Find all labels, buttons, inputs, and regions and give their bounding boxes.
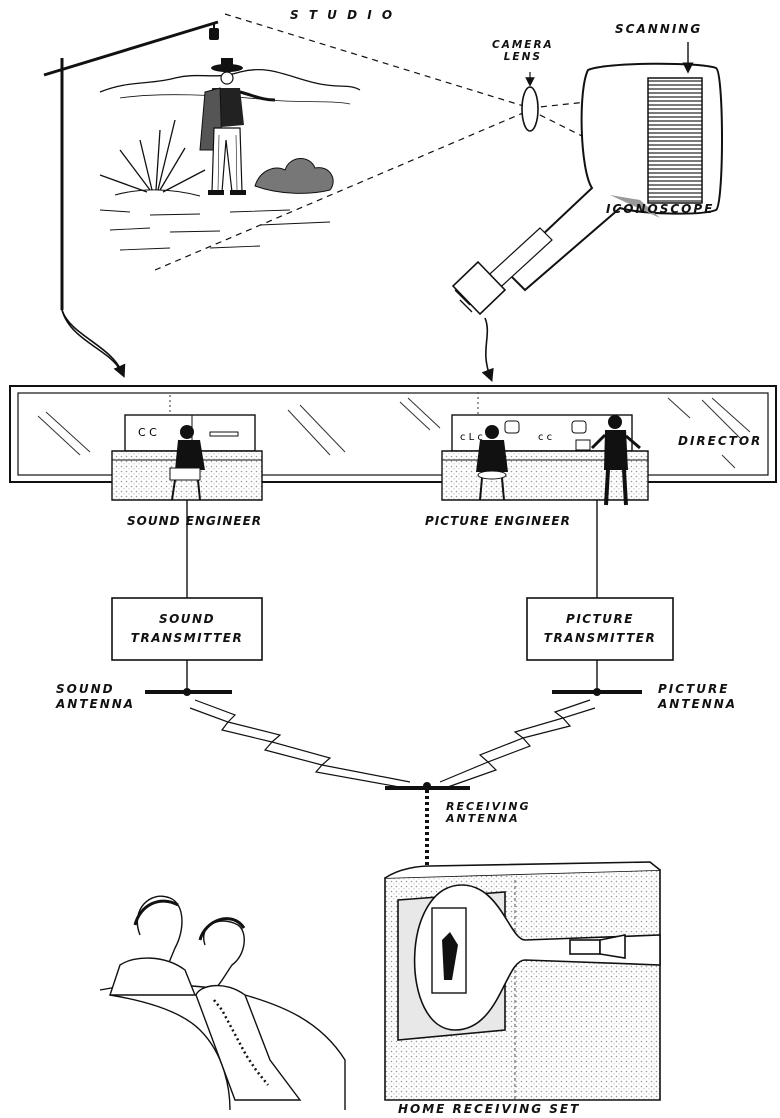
microphone-icon (209, 22, 219, 40)
director-label: DIRECTOR (678, 434, 763, 448)
sound-engineer-figure (169, 425, 205, 501)
cowboy-figure (199, 58, 276, 195)
svg-text:C C: C C (138, 426, 157, 439)
viewers-couple (99, 895, 346, 1111)
scanning-label: SCANNING (615, 22, 703, 36)
sound-antenna-label: SOUND ANTENNA (56, 682, 136, 711)
picture-engineer-label: PICTURE ENGINEER (425, 514, 571, 528)
camera-lens-label: CAMERA LENS (492, 39, 554, 63)
picture-engineer-figure (476, 425, 508, 501)
sound-engineer-label: SOUND ENGINEER (127, 514, 263, 528)
sound-signal-arrow (61, 309, 126, 378)
signal-wires (186, 500, 598, 690)
picture-antenna-label: PICTURE ANTENNA (658, 682, 738, 711)
picture-transmitter-label: PICTURE TRANSMITTER (543, 612, 657, 645)
picture-transmitter-box (526, 597, 674, 661)
receiving-antenna-icon (385, 782, 470, 870)
sound-radio-wave (189, 699, 411, 789)
iconoscope-label: ICONOSCOPE (606, 202, 715, 216)
camera-lens (521, 72, 539, 132)
home-receiving-set-label: HOME RECEIVING SET (398, 1102, 581, 1116)
picture-radio-wave (439, 699, 596, 789)
home-receiving-set (384, 861, 661, 1101)
receiving-antenna-label: RECEIVING ANTENNA (446, 800, 531, 825)
svg-text:c L c: c L c (460, 432, 483, 443)
iconoscope-tube (451, 62, 723, 316)
svg-text:c c: c c (538, 432, 552, 443)
studio-label: S T U D I O (290, 8, 396, 22)
sound-transmitter-box (111, 597, 263, 661)
sound-transmitter-label: SOUND TRANSMITTER (130, 612, 244, 645)
picture-antenna-icon (552, 688, 642, 696)
sound-antenna-icon (145, 688, 232, 696)
microphone-boom (43, 20, 219, 371)
director-figure (590, 415, 641, 506)
picture-signal-arrow (481, 317, 494, 382)
